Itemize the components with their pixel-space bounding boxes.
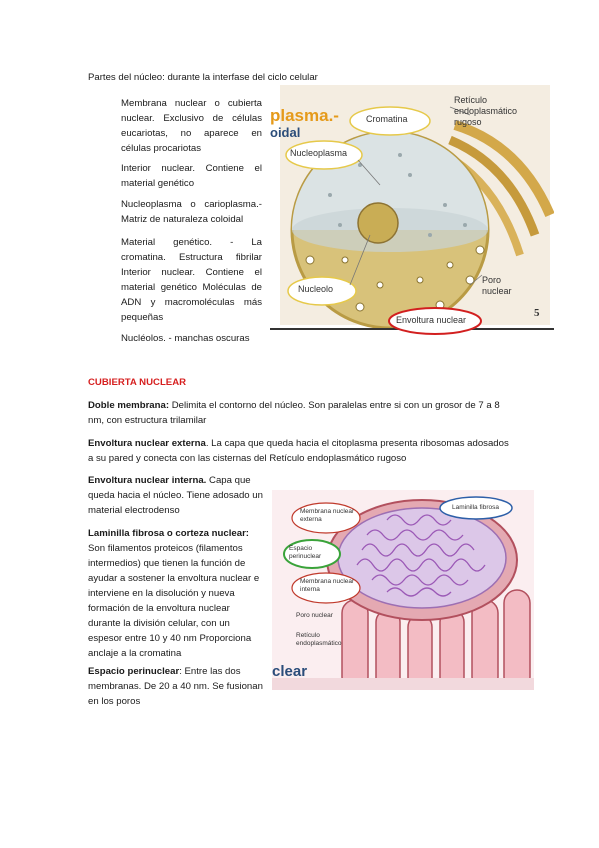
label-envoltura: Envoltura nuclear bbox=[396, 315, 467, 325]
label-membrana-interna: Membrana nuclear interna bbox=[300, 578, 355, 593]
label-laminilla-fibrosa: Laminilla fibrosa bbox=[452, 504, 499, 511]
term-envoltura-interna: Envoltura nuclear interna. bbox=[88, 475, 207, 486]
envelope-figure: Membrana nuclear externa Espacio perinuc… bbox=[272, 490, 534, 690]
term-laminilla: Laminilla fibrosa o corteza nuclear: bbox=[88, 528, 250, 539]
label-nucleoplasma: Nucleoplasma bbox=[290, 148, 348, 158]
text-espacio-perinuclear: : Entre las dos membranas. De 20 a 40 nm… bbox=[88, 666, 263, 707]
label-espacio-perinuclear: Espacio perinuclear bbox=[289, 545, 322, 560]
fig1-header-fragment-2: oidal bbox=[270, 125, 301, 140]
part-membrana: Membrana nuclear o cubierta nuclear. Exc… bbox=[121, 98, 262, 154]
paragraph-laminilla: Laminilla fibrosa o corteza nuclear: Son… bbox=[88, 526, 264, 661]
label-reticulo: Retículo endoplasmático rugoso bbox=[454, 95, 518, 127]
paragraph-envoltura-externa: Envoltura nuclear externa. La capa que q… bbox=[88, 436, 511, 466]
term-envoltura-externa: Envoltura nuclear externa bbox=[88, 438, 206, 449]
section-heading: CUBIERTA NUCLEAR bbox=[88, 377, 187, 388]
paragraph-envoltura-interna: Envoltura nuclear interna. Capa que qued… bbox=[88, 473, 264, 518]
part-nucleolos: Nucléolos. - manchas oscuras bbox=[121, 333, 250, 344]
paragraph-espacio-perinuclear: Espacio perinuclear: Entre las dos membr… bbox=[88, 664, 264, 709]
part-nucleoplasma: Nucleoplasma o carioplasma.- Matriz de n… bbox=[121, 199, 262, 225]
fig2-footer-fragment: clear bbox=[272, 663, 308, 680]
intro-title: Partes del núcleo: durante la interfase … bbox=[88, 72, 318, 83]
label-reticulo-endoplasmatico: Retículo endoplasmático bbox=[296, 632, 342, 647]
nucleus-figure: plasma.- oidal Cromatina Retículo endopl… bbox=[270, 85, 554, 335]
term-doble-membrana: Doble membrana: bbox=[88, 400, 170, 411]
term-espacio-perinuclear: Espacio perinuclear bbox=[88, 666, 180, 677]
fig1-header-fragment: plasma.- bbox=[270, 106, 339, 125]
label-poro-nuclear: Poro nuclear bbox=[296, 612, 333, 619]
label-poro: Poro nuclear bbox=[482, 275, 512, 296]
part-interior: Interior nuclear. Contiene el material g… bbox=[121, 163, 262, 189]
label-nucleolo: Nucleolo bbox=[298, 284, 334, 294]
page-number: 5 bbox=[534, 307, 540, 319]
text-envoltura-interna: Capa que queda hacia el núcleo. Tiene ad… bbox=[88, 475, 263, 516]
label-membrana-externa: Membrana nuclear externa bbox=[300, 508, 355, 523]
paragraph-doble-membrana: Doble membrana: Delimita el contorno del… bbox=[88, 398, 511, 428]
part-material-genetico: Material genético. - La cromatina. Estru… bbox=[121, 237, 262, 323]
label-cromatina: Cromatina bbox=[366, 114, 408, 124]
text-envoltura-externa: . La capa que queda hacia el citoplasma … bbox=[88, 438, 509, 464]
text-doble-membrana: Delimita el contorno del núcleo. Son par… bbox=[88, 400, 500, 426]
text-laminilla: Son filamentos proteicos (filamentos int… bbox=[88, 543, 260, 659]
